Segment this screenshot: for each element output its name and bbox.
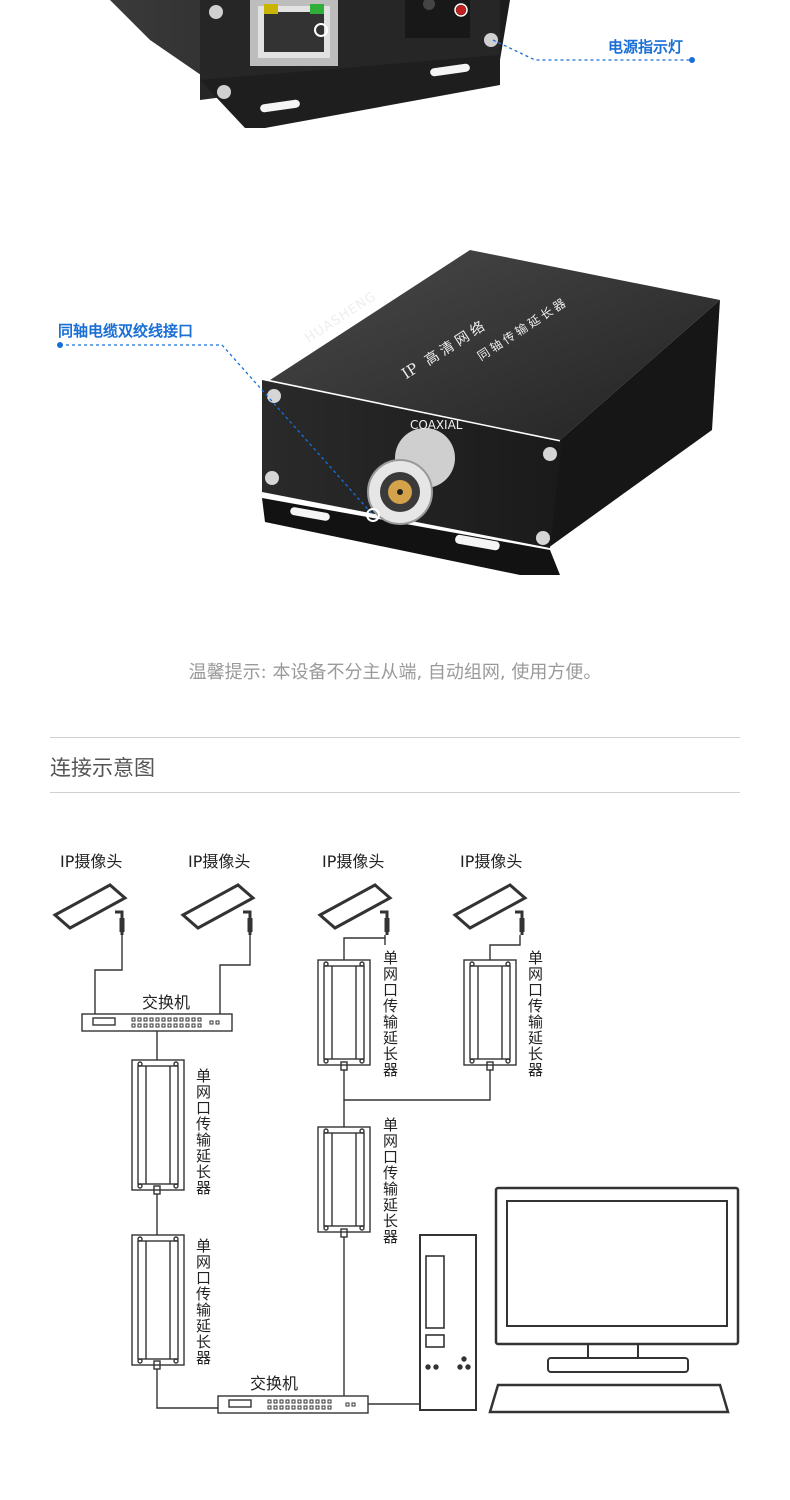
camera-label: IP摄像头 — [60, 852, 123, 871]
switch-label: 交换机 — [142, 993, 191, 1012]
switch-icon — [217, 1395, 369, 1414]
extender-icon — [131, 1059, 185, 1195]
camera-label: IP摄像头 — [322, 852, 385, 871]
section-divider-bottom — [50, 792, 740, 793]
usage-tip: 温馨提示: 本设备不分主从端, 自动组网, 使用方便。 — [188, 662, 602, 683]
extender-icon — [317, 959, 371, 1071]
extender-label: 单网口传输延长器 — [194, 1238, 212, 1366]
connection-diagram: IP摄像头 IP摄像头 IP摄像头 IP摄像头 交换机 交换机 单网口传输延长器… — [0, 830, 790, 1500]
extender-label: 单网口传输延长器 — [381, 1117, 399, 1245]
section-divider-top — [50, 737, 740, 738]
monitor-icon — [488, 1186, 740, 1414]
camera-icon — [317, 883, 393, 935]
extender-icon — [317, 1126, 371, 1238]
switch-icon — [81, 1013, 233, 1032]
camera-label: IP摄像头 — [188, 852, 251, 871]
camera-icon — [180, 883, 256, 935]
camera-icon — [52, 883, 128, 935]
pc-tower-icon — [419, 1234, 477, 1411]
extender-label: 单网口传输延长器 — [526, 950, 544, 1078]
top-device-graphic — [110, 0, 695, 128]
coaxial-device-photo: IP 高清网络 同轴传输延长器 HUASHENG COAXIAL — [0, 230, 790, 590]
extender-icon — [131, 1234, 185, 1370]
camera-icon — [452, 883, 528, 935]
extender-label: 单网口传输延长器 — [194, 1068, 212, 1196]
coaxial-port-callout: 同轴电缆双绞线接口 — [58, 322, 194, 340]
camera-label: IP摄像头 — [460, 852, 523, 871]
top-device-photo — [0, 0, 790, 140]
coaxial-port-label: COAXIAL — [410, 418, 463, 432]
connection-diagram-graphic — [52, 883, 740, 1414]
extender-icon — [463, 959, 517, 1071]
power-indicator-callout: 电源指示灯 — [608, 38, 684, 56]
extender-label: 单网口传输延长器 — [381, 950, 399, 1078]
coaxial-device-graphic — [57, 250, 720, 575]
switch-label: 交换机 — [250, 1374, 299, 1393]
section-title: 连接示意图 — [50, 756, 155, 780]
